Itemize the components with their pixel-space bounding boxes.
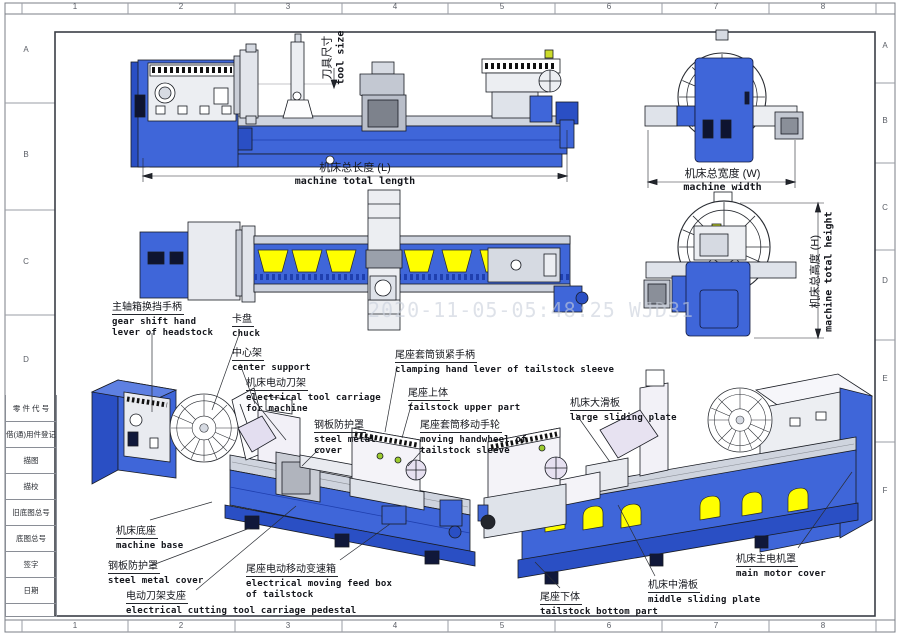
titleblock-trace-check: 描校 <box>5 473 57 500</box>
top-ruler-3: 3 <box>285 2 291 11</box>
bottom-ruler-4: 4 <box>392 621 398 630</box>
titleblock-old-master-no: 旧底图总号 <box>5 499 57 526</box>
callout-main-motor-cover: 机床主电机罩 main motor cover <box>736 554 826 579</box>
right-row-a: A <box>882 41 888 50</box>
iso-view-left <box>90 379 476 567</box>
timestamp-watermark: 2020-11-05-05:48:25 WJD31 <box>368 298 695 322</box>
plan-view <box>139 189 589 331</box>
callout-steel-metal-cover-lower: 钢板防护罩 steel metal cover <box>108 561 204 586</box>
top-ruler-1: 1 <box>72 2 78 11</box>
right-row-f: F <box>882 486 888 495</box>
dimension-tool-size-en: tool size <box>335 30 347 85</box>
titleblock-date: 日期 <box>5 577 57 604</box>
callout-electrical-tool-carriage: 机床电动刀架 electrical tool carriage for mach… <box>246 378 381 415</box>
dimension-total-height: 机床总高度 (H) machine total height <box>808 202 835 342</box>
end-view-width <box>644 29 804 188</box>
titleblock-master-no: 底图总号 <box>5 525 57 552</box>
callout-tool-carriage-pedestal: 电动刀架支座 electrical cutting tool carriage … <box>126 591 357 616</box>
bottom-ruler-8: 8 <box>820 621 826 630</box>
left-row-a: A <box>23 45 29 54</box>
dimension-total-height-zh: 机床总高度 (H) <box>809 234 822 309</box>
top-ruler-2: 2 <box>178 2 184 11</box>
dimension-tool-size-zh: 刀具尺寸 <box>321 35 334 80</box>
left-row-d: D <box>23 355 29 364</box>
leader-lines <box>149 331 853 591</box>
bottom-ruler-6: 6 <box>606 621 612 630</box>
titleblock-signature: 签字 <box>5 551 57 578</box>
callout-gear-shift-lever: 主轴箱换挡手柄 gear shift hand lever of headsto… <box>112 302 214 339</box>
callout-center-support: 中心架 center support <box>232 348 311 373</box>
callout-tailstock-bottom-part: 尾座下体 tailstock bottom part <box>540 592 658 617</box>
right-row-e: E <box>882 374 888 383</box>
callout-clamping-hand-lever: 尾座套筒锁紧手柄 clamping hand lever of tailstoc… <box>395 350 615 375</box>
front-view <box>130 33 579 182</box>
dimension-width-zh: 机床总宽度 (W) <box>684 168 761 180</box>
callout-middle-sliding-plate: 机床中滑板 middle sliding plate <box>648 580 761 605</box>
dimension-width: 机床总宽度 (W) machine width <box>645 167 800 194</box>
end-view-height <box>643 191 824 340</box>
callout-large-sliding-plate: 机床大滑板 large sliding plate <box>570 398 677 423</box>
titleblock-part-code: 零 件 代 号 <box>5 395 57 422</box>
bottom-ruler-3: 3 <box>285 621 291 630</box>
right-row-c: C <box>882 203 888 212</box>
chuck-wheel <box>707 387 773 453</box>
callout-chuck: 卡盘 chuck <box>232 314 261 339</box>
sheet-border <box>4 2 896 633</box>
top-ruler-7: 7 <box>713 2 719 11</box>
bottom-ruler-1: 1 <box>72 621 78 630</box>
top-ruler-6: 6 <box>606 2 612 11</box>
top-ruler-4: 4 <box>392 2 398 11</box>
dimension-total-length-zh: 机床总长度 (L) <box>319 162 391 174</box>
iso-view-right <box>477 369 874 585</box>
dimension-total-length: 机床总长度 (L) machine total length <box>255 161 455 188</box>
titleblock-borrowed-parts: 借(通)用件登记 <box>5 421 57 448</box>
bottom-ruler-7: 7 <box>713 621 719 630</box>
dimension-total-height-en: machine total height <box>823 211 835 332</box>
chuck-wheel <box>169 393 239 463</box>
dimension-width-en: machine width <box>683 182 762 194</box>
titleblock-empty <box>5 603 57 617</box>
callout-tailstock-upper-part: 尾座上体 tailstock upper part <box>408 388 521 413</box>
top-ruler-8: 8 <box>820 2 826 11</box>
callout-machine-base: 机床底座 machine base <box>116 526 184 551</box>
bottom-ruler-5: 5 <box>499 621 505 630</box>
top-ruler-5: 5 <box>499 2 505 11</box>
callout-steel-metal-cover-upper: 钢板防护罩 steel metal cover <box>314 420 376 457</box>
dimension-tool-size: 刀具尺寸 tool size <box>320 26 347 90</box>
bottom-ruler-2: 2 <box>178 621 184 630</box>
callout-moving-handwheel: 尾座套筒移动手轮 moving handwheel of tailstock s… <box>420 420 527 457</box>
titleblock-traced: 描图 <box>5 447 57 474</box>
right-row-d: D <box>882 276 888 285</box>
dimension-total-length-en: machine total length <box>294 176 416 188</box>
right-row-b: B <box>882 116 888 125</box>
callout-moving-feed-box: 尾座电动移动变速箱 electrical moving feed box of … <box>246 564 393 601</box>
left-row-b: B <box>23 150 29 159</box>
left-row-c: C <box>23 257 29 266</box>
